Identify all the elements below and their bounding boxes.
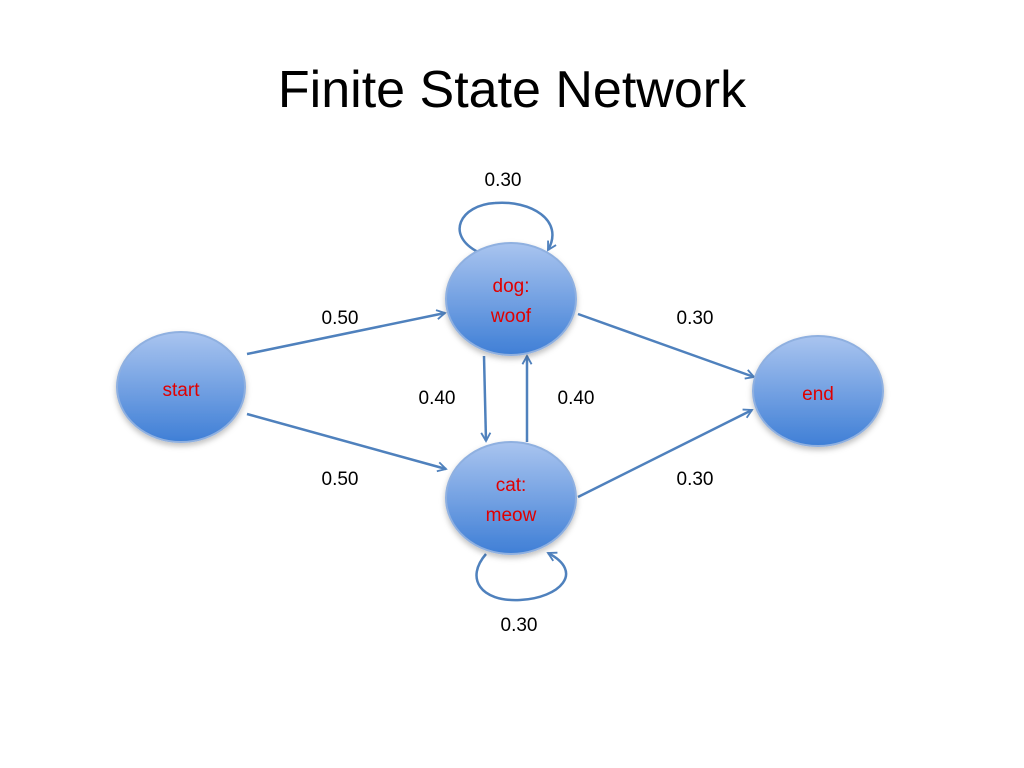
edge-label-cat-end: 0.30: [677, 469, 714, 490]
node-end: end: [752, 335, 884, 447]
edges: [246, 201, 754, 602]
node-label-cat-line2: meow: [486, 505, 537, 526]
node-start: start: [116, 331, 246, 443]
node-label-end: end: [802, 384, 834, 405]
edge-label-cat-dog: 0.40: [558, 388, 595, 409]
node-label-cat-line1: cat:: [496, 475, 527, 496]
edge-start-cat: [246, 412, 446, 469]
edge-label-start-dog: 0.50: [322, 308, 359, 329]
edge-label-dog-end: 0.30: [677, 308, 714, 329]
edge-label-cat-self: 0.30: [501, 615, 538, 636]
edge-dog-end: [577, 312, 754, 377]
node-label-dog-line2: woof: [490, 306, 532, 327]
edge-label-start-cat: 0.50: [322, 469, 359, 490]
edge-label-dog-cat: 0.40: [419, 388, 456, 409]
slide-title: Finite State Network: [277, 61, 747, 119]
edge-dog-self: [458, 201, 553, 254]
edge-dog-cat: [484, 355, 486, 441]
node-cat: cat: meow: [445, 441, 577, 555]
node-dog: dog: woof: [445, 242, 577, 356]
edge-label-dog-self: 0.30: [485, 170, 522, 191]
edge-cat-self: [475, 553, 568, 602]
edge-cat-end: [577, 410, 752, 499]
node-label-start: start: [163, 380, 201, 401]
node-label-dog-line1: dog:: [493, 276, 530, 297]
edge-start-dog: [246, 313, 445, 356]
edge-labels: 0.30 0.50 0.30 0.40 0.40 0.50 0.30 0.30: [322, 170, 714, 636]
nodes: start dog: woof cat: meow end: [116, 242, 884, 555]
